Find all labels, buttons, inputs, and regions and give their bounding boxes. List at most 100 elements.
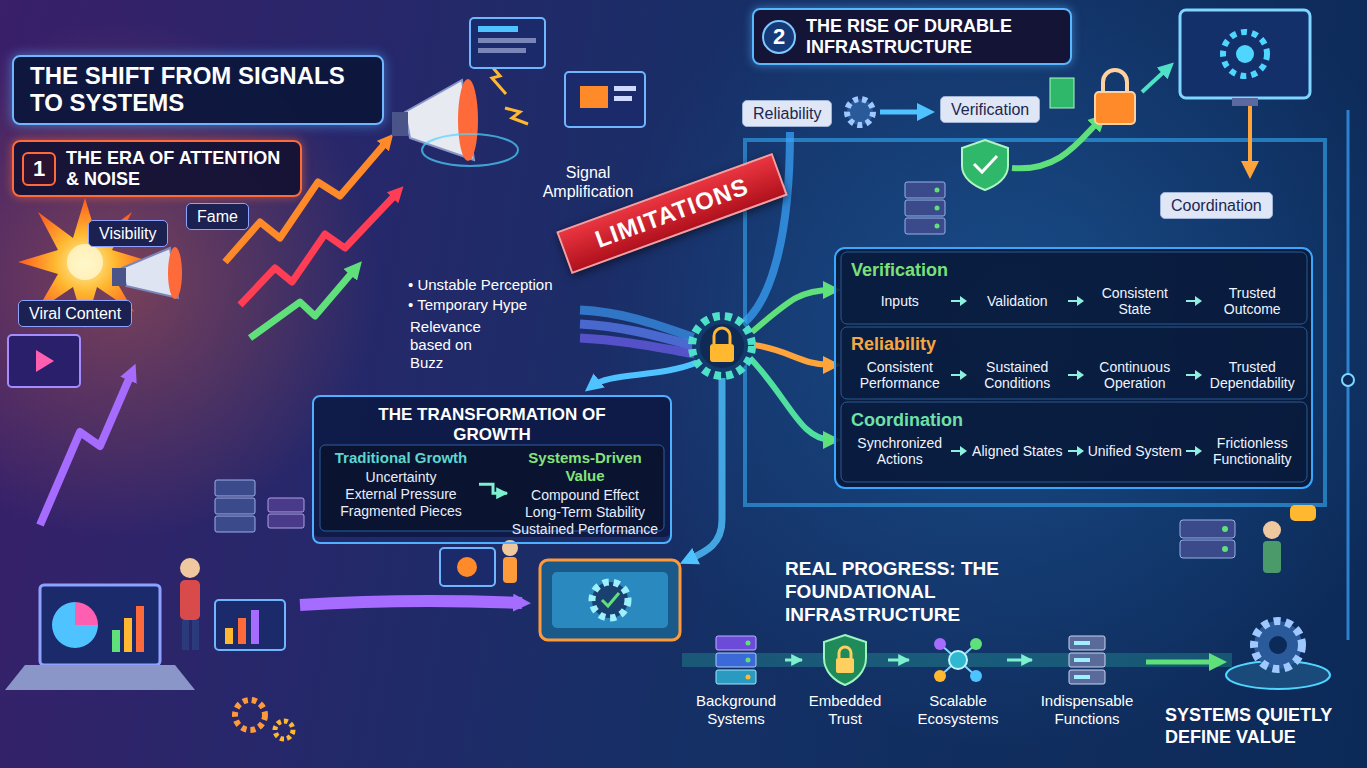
icon-server bbox=[716, 670, 756, 684]
note-label: REAL PROGRESS: THE FOUNDATIONAL INFRASTR… bbox=[785, 558, 1025, 626]
workstation bbox=[275, 721, 293, 739]
flow-arrow-icon bbox=[1186, 295, 1202, 307]
icon-network bbox=[949, 651, 967, 669]
column-item: Fragmented Pieces bbox=[326, 503, 476, 520]
tag-text: Viral Content bbox=[29, 304, 121, 323]
workstation bbox=[5, 665, 195, 690]
icon-network bbox=[970, 670, 982, 682]
section-heading: 1THE ERA OF ATTENTION & NOISE bbox=[12, 140, 302, 197]
top-right-icons bbox=[935, 206, 940, 211]
central-server bbox=[540, 560, 680, 640]
tag-text: Verification bbox=[951, 100, 1029, 119]
workstation bbox=[112, 630, 120, 652]
icon-network bbox=[934, 670, 946, 682]
megaphone bbox=[168, 247, 182, 299]
workstation bbox=[215, 516, 255, 532]
workstation bbox=[251, 610, 259, 644]
zigzag-arrows bbox=[40, 372, 132, 525]
flow-arrow-icon bbox=[1068, 369, 1084, 381]
icon-stack bbox=[1069, 670, 1105, 684]
label-box: Relevance based on Buzz bbox=[410, 318, 500, 372]
icon-node: Embedded Trust bbox=[805, 632, 885, 728]
monitor bbox=[478, 26, 518, 32]
workstation bbox=[180, 558, 200, 578]
growth-box: THE TRANSFORMATION OF GROWTHTraditional … bbox=[312, 395, 672, 544]
monitor bbox=[565, 72, 645, 127]
lock-gear bbox=[692, 316, 752, 376]
flow-pipes bbox=[592, 362, 698, 386]
top-right-icons bbox=[905, 218, 945, 234]
section-panel bbox=[835, 248, 1312, 488]
flow-arrow-icon bbox=[951, 300, 961, 302]
icon-lock bbox=[824, 635, 866, 685]
callout-number: 2 bbox=[762, 20, 796, 54]
flow-arrow-icon bbox=[1195, 446, 1202, 456]
monitor bbox=[36, 350, 54, 372]
label-box: Signal Amplification bbox=[528, 163, 648, 201]
flow-arrow-icon bbox=[1077, 446, 1084, 456]
column-item: Compound Effect bbox=[510, 487, 660, 504]
icon-server bbox=[746, 641, 751, 646]
row-heading: Coordination bbox=[851, 410, 1301, 432]
monitor bbox=[478, 38, 536, 43]
tag-box: Coordination bbox=[1160, 192, 1273, 219]
note-label: • Temporary Hype bbox=[408, 296, 527, 314]
lock-gear bbox=[714, 328, 730, 344]
flow-arrow-icon bbox=[1195, 370, 1202, 380]
flow-arrow-icon bbox=[951, 450, 961, 452]
flow-pipes bbox=[1146, 660, 1218, 665]
megaphone bbox=[505, 108, 528, 124]
icon-caption: Scalable Ecosystems bbox=[912, 692, 1004, 728]
column-item: Sustained Performance bbox=[510, 521, 660, 538]
tag-text: Visibility bbox=[99, 224, 157, 243]
workstation bbox=[124, 618, 132, 652]
column-item: Uncertainty bbox=[326, 469, 476, 486]
icon-lock bbox=[836, 658, 854, 673]
flow-arrow-icon bbox=[1068, 374, 1078, 376]
step-text: Trusted Dependability bbox=[1204, 359, 1302, 393]
workstation bbox=[182, 620, 189, 650]
zigzag-arrows bbox=[250, 268, 356, 338]
workstation bbox=[238, 618, 246, 644]
top-right-icons bbox=[847, 70, 1135, 234]
workstation bbox=[215, 600, 285, 650]
tag-box: Verification bbox=[940, 96, 1040, 123]
title-box: THE SHIFT FROM SIGNALS TO SYSTEMS bbox=[12, 55, 384, 125]
column-item: Long-Term Stability bbox=[510, 504, 660, 521]
flow-pipes bbox=[580, 338, 695, 354]
flow-connector bbox=[1007, 659, 1032, 662]
flow-pipes bbox=[745, 140, 1325, 505]
bottom-right-scene bbox=[1222, 526, 1228, 532]
step-text: Inputs bbox=[851, 293, 949, 310]
top-right-icons bbox=[905, 200, 945, 216]
top-right-icons bbox=[962, 140, 1008, 190]
top-right-icons bbox=[905, 182, 945, 198]
icon-server bbox=[716, 636, 756, 650]
central-server bbox=[552, 572, 668, 628]
icon-network bbox=[934, 638, 946, 650]
icon-server bbox=[746, 675, 751, 680]
growth-panel bbox=[320, 445, 664, 531]
callout-number: 1 bbox=[22, 152, 56, 186]
workstation bbox=[268, 498, 304, 512]
flow-pipes bbox=[300, 68, 1354, 662]
icon-stack bbox=[1074, 641, 1090, 645]
lock-gear bbox=[700, 324, 744, 368]
top-right-icons bbox=[1095, 92, 1135, 124]
top-right-icons bbox=[974, 156, 997, 172]
note-label: Relevance based on Buzz bbox=[410, 318, 500, 372]
icon-lock bbox=[817, 632, 873, 688]
bottom-right-scene bbox=[1254, 621, 1302, 669]
tag-box: Visibility bbox=[88, 220, 168, 247]
monitor bbox=[470, 18, 545, 68]
zigzag-arrows bbox=[240, 192, 398, 305]
section-title: THE RISE OF DURABLE INFRASTRUCTURE bbox=[806, 16, 1060, 57]
flow-arrow-icon bbox=[960, 296, 967, 306]
step-text: Consistent State bbox=[1086, 285, 1184, 319]
step-text: Unified System bbox=[1086, 443, 1184, 460]
workstation bbox=[52, 602, 98, 648]
section-panel bbox=[841, 327, 1307, 399]
flow-arrow-icon bbox=[951, 374, 961, 376]
note-label: • Unstable Perception bbox=[408, 276, 553, 294]
